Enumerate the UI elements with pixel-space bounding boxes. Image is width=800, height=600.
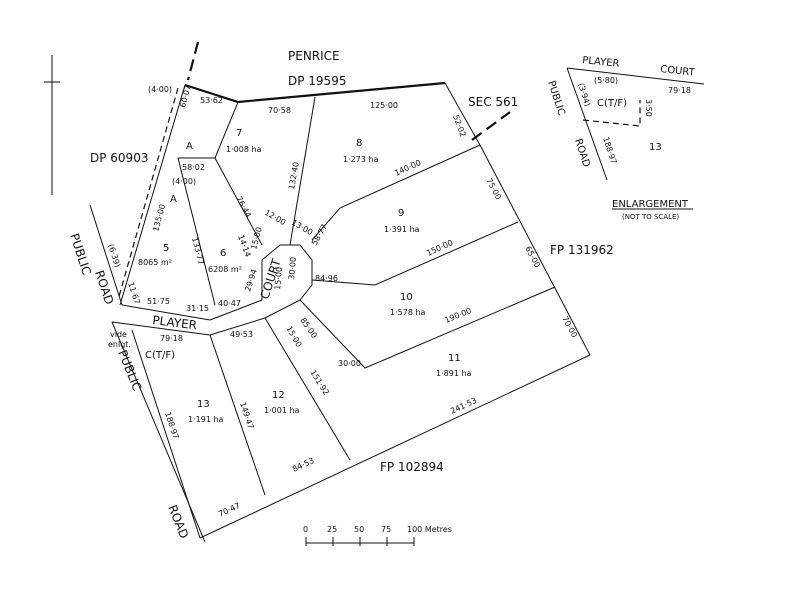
lot-area: 1·391 ha [384,225,420,234]
enlargement-lot-label: 13 [649,142,662,153]
vide-label-2: enlgt. [108,340,131,349]
dimension-label: 12·00 [263,208,287,227]
lot-number: 8 [356,138,362,149]
dp-19595-label: DP 19595 [288,74,346,88]
enlargement-inset: PLAYER COURT PUBLIC ROAD (5·80) 79·18 (3… [545,55,705,221]
penrice-label: PENRICE [288,49,340,63]
enlargement-public-label: PUBLIC [545,80,567,117]
dimension-label: 241·53 [449,396,478,416]
enlargement-ctf-label: C(T/F) [597,98,627,109]
vide-label-1: vide [110,330,127,339]
lot-number: 5 [163,243,169,254]
ctf-label: C(T/F) [145,350,175,361]
dimension-label: 11·67 [126,281,142,306]
fp-102894-label: FP 102894 [380,460,444,474]
dimension-label: 125·00 [370,101,398,110]
enlargement-player-label: PLAYER [582,55,620,70]
dimension-label: (4·00) [148,85,172,94]
dimension-label: 140·00 [393,158,422,178]
dimension-label: 188·97 [163,411,180,440]
lot-area: 1·578 ha [390,308,426,317]
lot-area: 6208 m² [208,265,242,274]
dimension-label: 75·00 [484,177,503,201]
dimension-label: 31·15 [186,304,209,313]
dimension-label: 85·00 [298,316,319,340]
dimension-labels: (4·00) 53·62 70·58 125·00 52·02 60·07 58… [106,84,579,519]
lot-number: 13 [197,399,210,410]
dimension-label: (6·39) [106,243,122,269]
dp-60903-label: DP 60903 [90,151,148,165]
lot-area: 1·001 ha [264,406,300,415]
lot-area: 1·008 ha [226,145,262,154]
dimension-label: 58·02 [182,163,205,172]
enlargement-dimension: (3·94) [576,82,592,108]
sec-561-label: SEC 561 [468,95,518,109]
easement-a-label-1: A [186,141,193,152]
dimension-label: 70·47 [217,501,242,519]
public-road-left-label-1: PUBLIC [67,232,94,277]
enlargement-title: ENLARGEMENT [612,199,689,210]
dimension-label: 84·96 [315,274,338,283]
scale-tick-label: 50 [354,525,364,534]
lot-number: 6 [220,248,226,259]
public-road-bottom-label-2: ROAD [165,503,191,541]
dimension-label: 40·47 [218,299,241,308]
dimension-label: 135·00 [151,203,167,232]
lot-area: 8065 m² [138,258,172,267]
dimension-label: 60·07 [178,84,193,108]
lot-number: 12 [272,390,285,401]
enlargement-dimension: 79·18 [668,86,691,95]
dimension-label: 79·18 [160,334,183,343]
dimension-label: 53·62 [200,96,223,105]
lot-number: 11 [448,353,461,364]
dimension-label: 30·00 [287,257,298,281]
dimension-label: 15·00 [249,226,264,250]
enlargement-court-label: COURT [660,64,696,79]
dimension-label: 70·58 [268,106,291,115]
dimension-label: 15·00 [284,325,303,349]
dimension-label: 149·47 [238,401,255,430]
dimension-label: 52·02 [451,114,467,139]
dimension-label: 150·00 [425,238,454,258]
dimension-label: (4·00) [172,177,196,186]
enlargement-dimension: 188·97 [601,136,618,165]
dimension-label: 70·00 [560,315,579,339]
parcel-labels: PENRICE DP 19595 SEC 561 DP 60903 FP 131… [67,49,614,541]
dimension-label: 151·92 [308,368,330,397]
scale-tick-label: 100 Metres [407,525,452,534]
lot-area: 1·191 ha [188,415,224,424]
scale-tick-label: 25 [327,525,337,534]
scale-tick-label: 0 [303,525,308,534]
lot-number: 7 [236,128,242,139]
scale-bar: 0 25 50 75 100 Metres [303,525,452,546]
lot-number: 10 [400,292,413,303]
enlargement-subtitle: (NOT TO SCALE) [622,213,679,221]
fp-131962-label: FP 131962 [550,243,614,257]
enlargement-dimension: 3·50 [644,99,653,117]
lot-labels: 5 8065 m² 6 6208 m² 7 1·008 ha 8 1·273 h… [138,128,472,424]
scale-tick-label: 75 [381,525,391,534]
dimension-label: 49·53 [230,330,253,339]
lot-area: 1·273 ha [343,155,379,164]
lot-area: 1·891 ha [436,369,472,378]
north-mark [44,55,60,195]
dimension-label: 190·00 [443,306,472,325]
dimension-label: 84·53 [291,456,316,474]
dimension-label: 13·00 [290,218,314,237]
lot-number: 9 [398,208,404,219]
player-label: PLAYER [152,313,198,332]
dimension-label: 58·77 [310,223,329,247]
easement-a-label-2: A [170,194,177,205]
dimension-label: 30·00 [338,359,361,368]
enlargement-dimension: (5·80) [594,76,618,85]
lot-boundaries [89,41,591,543]
dimension-label: 51·75 [147,297,170,306]
dimension-label: 29·94 [243,268,259,293]
dimension-label: 76·44 [234,195,253,219]
enlargement-road-label: ROAD [572,138,592,169]
dimension-label: 133·77 [190,236,206,265]
dimension-label: 132·40 [287,161,301,190]
dimension-label: 15·00 [273,267,284,291]
